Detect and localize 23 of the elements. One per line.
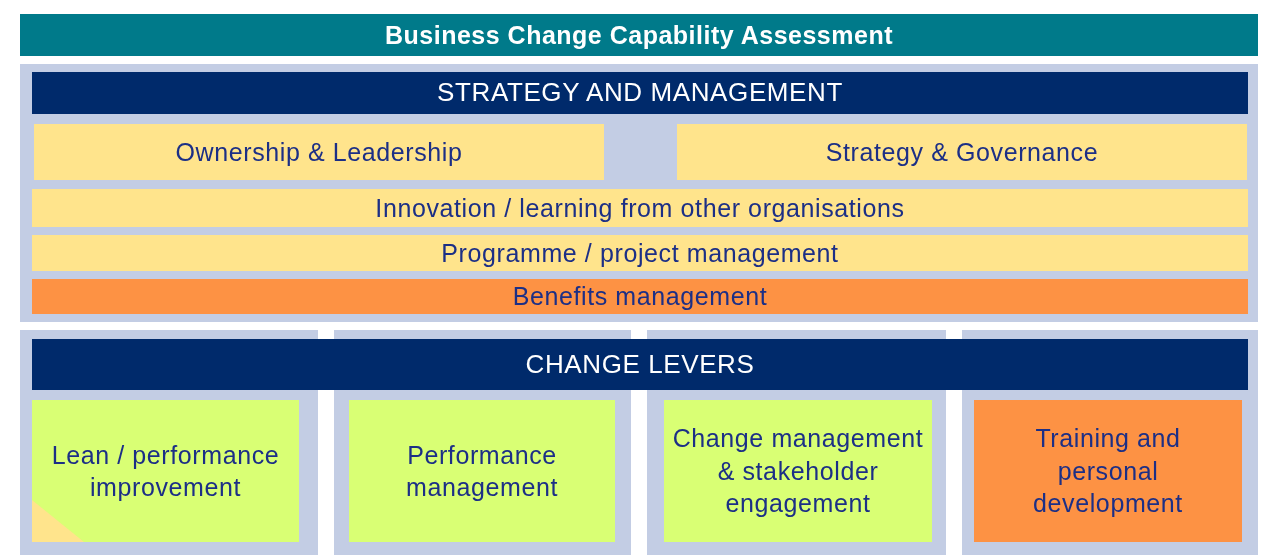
- box-label: STRATEGY AND MANAGEMENT: [437, 76, 843, 110]
- capability-box: [32, 189, 1248, 227]
- capability-box: [32, 279, 1248, 314]
- capability-box: [34, 124, 604, 180]
- lever-box: [664, 400, 932, 542]
- box-label: Innovation / learning from other organisations: [375, 192, 905, 224]
- title-bar: Business Change Capability Assessment: [20, 14, 1258, 56]
- box-label: Lean / performance improvement: [50, 439, 281, 503]
- box-label: Ownership & Leadership: [175, 136, 463, 168]
- section-header-bar: [32, 72, 1248, 114]
- box-label: Training and personal development: [1032, 423, 1184, 520]
- box-label: Programme / project management: [441, 237, 839, 269]
- box-label: Strategy & Governance: [825, 136, 1099, 168]
- box-label: CHANGE LEVERS: [525, 347, 755, 381]
- capability-box: [32, 235, 1248, 271]
- lever-box: [974, 400, 1242, 542]
- lever-box: [32, 400, 299, 542]
- lever-box: [349, 400, 615, 542]
- box-label: Performance management: [405, 439, 559, 503]
- capability-box: [677, 124, 1247, 180]
- section-header-bar: [32, 339, 1248, 390]
- box-label: Benefits management: [512, 281, 768, 313]
- box-label: Change management & stakeholder engagement: [672, 423, 924, 520]
